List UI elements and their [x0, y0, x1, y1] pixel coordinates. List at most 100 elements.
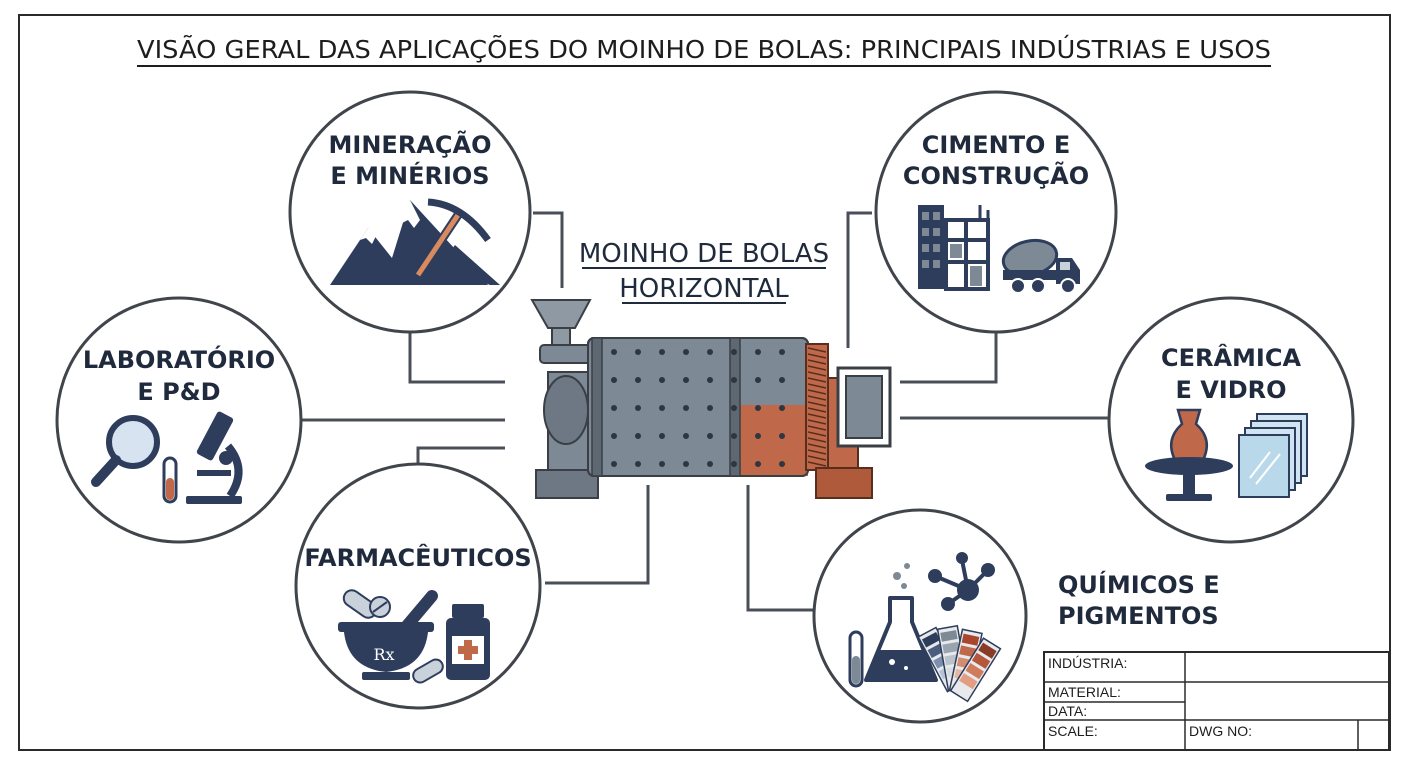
connector-chemicals — [746, 485, 815, 612]
title-block-frame — [1043, 651, 1390, 751]
gear-tooth — [807, 365, 827, 371]
ceramics-label-line2: E VIDRO — [1175, 376, 1286, 404]
mining-label-line1: MINERAÇÃO — [329, 130, 492, 159]
drum-bolt — [635, 377, 641, 383]
drum-bolt — [779, 377, 785, 383]
chemicals-circle — [812, 508, 1028, 724]
page-title: VISÃO GERAL DAS APLICAÇÕES DO MOINHO DE … — [137, 34, 1271, 64]
industry-pharma: FARMACÊUTICOS Rx — [294, 462, 542, 710]
drum-bolt — [635, 461, 641, 467]
right-base — [815, 467, 873, 499]
drum-bolt — [635, 433, 641, 439]
drum-bolt — [635, 405, 641, 411]
color-swatch-icon — [917, 624, 1002, 703]
test-tube-icon — [848, 630, 864, 688]
cement-mixer-truck-icon — [1001, 238, 1080, 294]
feed-pipe — [539, 344, 593, 364]
gear-tooth — [807, 455, 827, 461]
cement-label-line2: CONSTRUÇÃO — [903, 161, 1089, 190]
drum-bolt — [779, 405, 785, 411]
drive-motor — [845, 375, 883, 439]
drum-bolt — [635, 349, 641, 355]
flask-icon — [864, 596, 938, 682]
drum-bolt — [731, 461, 737, 467]
gear-teeth — [807, 347, 827, 467]
cement-label-line1: CIMENTO E — [922, 131, 1070, 159]
industry-chemicals — [812, 508, 1028, 724]
drum-bolt — [755, 433, 761, 439]
left-base — [535, 469, 599, 499]
drum-bolt — [659, 433, 665, 439]
drum-bolt — [611, 461, 617, 467]
drum-bolt — [683, 377, 689, 383]
pottery-wheel-icon — [1145, 408, 1233, 501]
drum-bolt — [731, 433, 737, 439]
mountain-icon — [330, 200, 500, 285]
medicine-bottle-icon — [446, 604, 490, 680]
drum-bolt — [659, 349, 665, 355]
ceramics-circle — [1107, 296, 1355, 544]
pharma-label: FARMACÊUTICOS — [304, 543, 531, 572]
drum-bolt — [731, 405, 737, 411]
drum-bolt — [611, 405, 617, 411]
industry-cement: CIMENTO E CONSTRUÇÃO — [874, 90, 1118, 334]
mill-drum-charge — [735, 405, 808, 476]
drum-bolt — [779, 433, 785, 439]
drum-bolt — [683, 433, 689, 439]
drum-bolt — [659, 461, 665, 467]
microscope-icon — [186, 411, 243, 504]
ball-mill-illustration — [530, 299, 892, 499]
title-block-dwg-no: DWG NO: — [1189, 723, 1252, 739]
bubbles-icon — [893, 563, 910, 589]
test-tube-icon — [162, 456, 178, 504]
gear-tooth — [807, 449, 827, 455]
pickaxe-icon — [414, 198, 491, 278]
gear-tooth — [807, 407, 827, 413]
mining-label-line2: E MINÉRIOS — [330, 161, 489, 190]
drum-bolt — [683, 349, 689, 355]
lab-label-line2: E P&D — [137, 378, 220, 406]
drawing-border — [18, 14, 1391, 751]
gear-tooth — [807, 425, 827, 431]
gear-tooth — [807, 389, 827, 395]
rx-symbol: Rx — [373, 645, 394, 664]
drum-bolt — [731, 377, 737, 383]
gear-tooth — [807, 461, 827, 467]
drum-bolt — [779, 349, 785, 355]
title-block-scale: SCALE: — [1048, 723, 1098, 739]
drum-bolt — [707, 377, 713, 383]
drum-bolt — [731, 349, 737, 355]
drum-bolt — [683, 461, 689, 467]
gear-tooth — [807, 419, 827, 425]
drum-bolt — [755, 349, 761, 355]
drum-bolt — [755, 405, 761, 411]
chemicals-label-line1: QUÍMICOS E — [1058, 570, 1220, 599]
ceramics-label-line1: CERÂMICA — [1161, 343, 1301, 372]
drum-bolt — [707, 405, 713, 411]
drum-bolt — [611, 349, 617, 355]
chemicals-label-line2: PIGMENTOS — [1058, 602, 1219, 630]
title-block-material: MATERIAL: — [1048, 684, 1121, 700]
drum-bolt — [779, 461, 785, 467]
drum-bolts — [611, 349, 785, 467]
drum-bolt — [755, 377, 761, 383]
drum-bolt — [659, 405, 665, 411]
capsule-small-icon — [412, 658, 444, 684]
title-block: INDÚSTRIA: MATERIAL: DATA: SCALE: DWG NO… — [1043, 651, 1390, 751]
gear-tooth — [807, 395, 827, 401]
magnifier-icon — [91, 415, 160, 487]
connector-cement-lower — [900, 328, 998, 384]
girth-gear — [805, 343, 829, 471]
gear-tooth — [807, 413, 827, 419]
gear-tooth — [807, 347, 827, 353]
connector-mining-lower — [408, 333, 505, 384]
feed-hopper — [530, 299, 592, 329]
mortar-and-pestle-icon: Rx — [338, 590, 438, 680]
drum-bolt — [707, 349, 713, 355]
gear-tooth — [807, 431, 827, 437]
gear-tooth — [807, 371, 827, 377]
industry-lab: LABORATÓRIO E P&D — [55, 296, 303, 544]
cement-circle — [874, 90, 1118, 334]
drum-bolt — [707, 433, 713, 439]
